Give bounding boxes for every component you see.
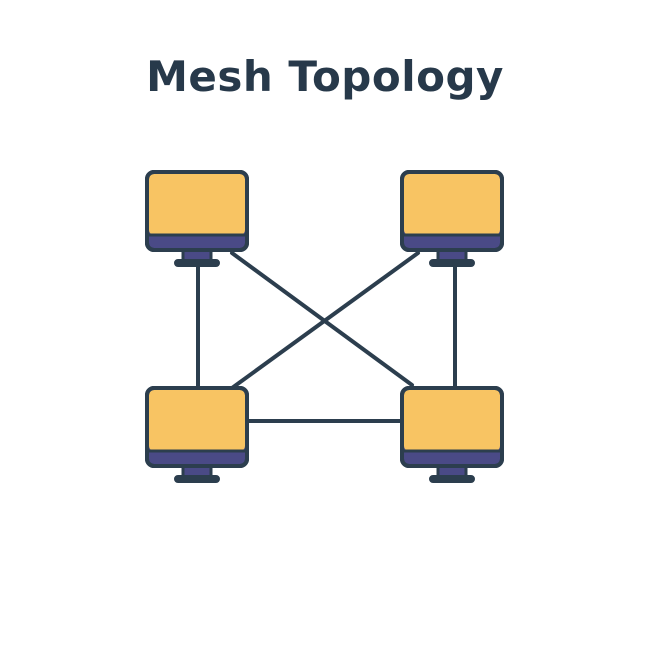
network-nodes [145, 170, 504, 483]
page-title: Mesh Topology [146, 52, 504, 101]
link-top-right-to-bottom-left [230, 251, 420, 390]
link-top-left-to-bottom-right [230, 251, 414, 387]
connection-links [196, 251, 457, 423]
monitor-stand-base [174, 259, 220, 267]
monitor-outline [400, 170, 504, 252]
monitor-stand-base [429, 259, 475, 267]
monitor-stand-base [174, 475, 220, 483]
monitor-outline [400, 386, 504, 468]
monitor-outline [145, 170, 249, 252]
monitor-screen [404, 390, 500, 451]
computer-monitor-icon [145, 386, 249, 483]
monitor-outline [145, 386, 249, 468]
monitor-screen [149, 390, 245, 451]
monitor-stand-base [429, 475, 475, 483]
computer-monitor-icon [145, 170, 249, 267]
computer-monitor-icon [400, 386, 504, 483]
computer-monitor-icon [400, 170, 504, 267]
monitor-screen [149, 174, 245, 235]
monitor-screen [404, 174, 500, 235]
